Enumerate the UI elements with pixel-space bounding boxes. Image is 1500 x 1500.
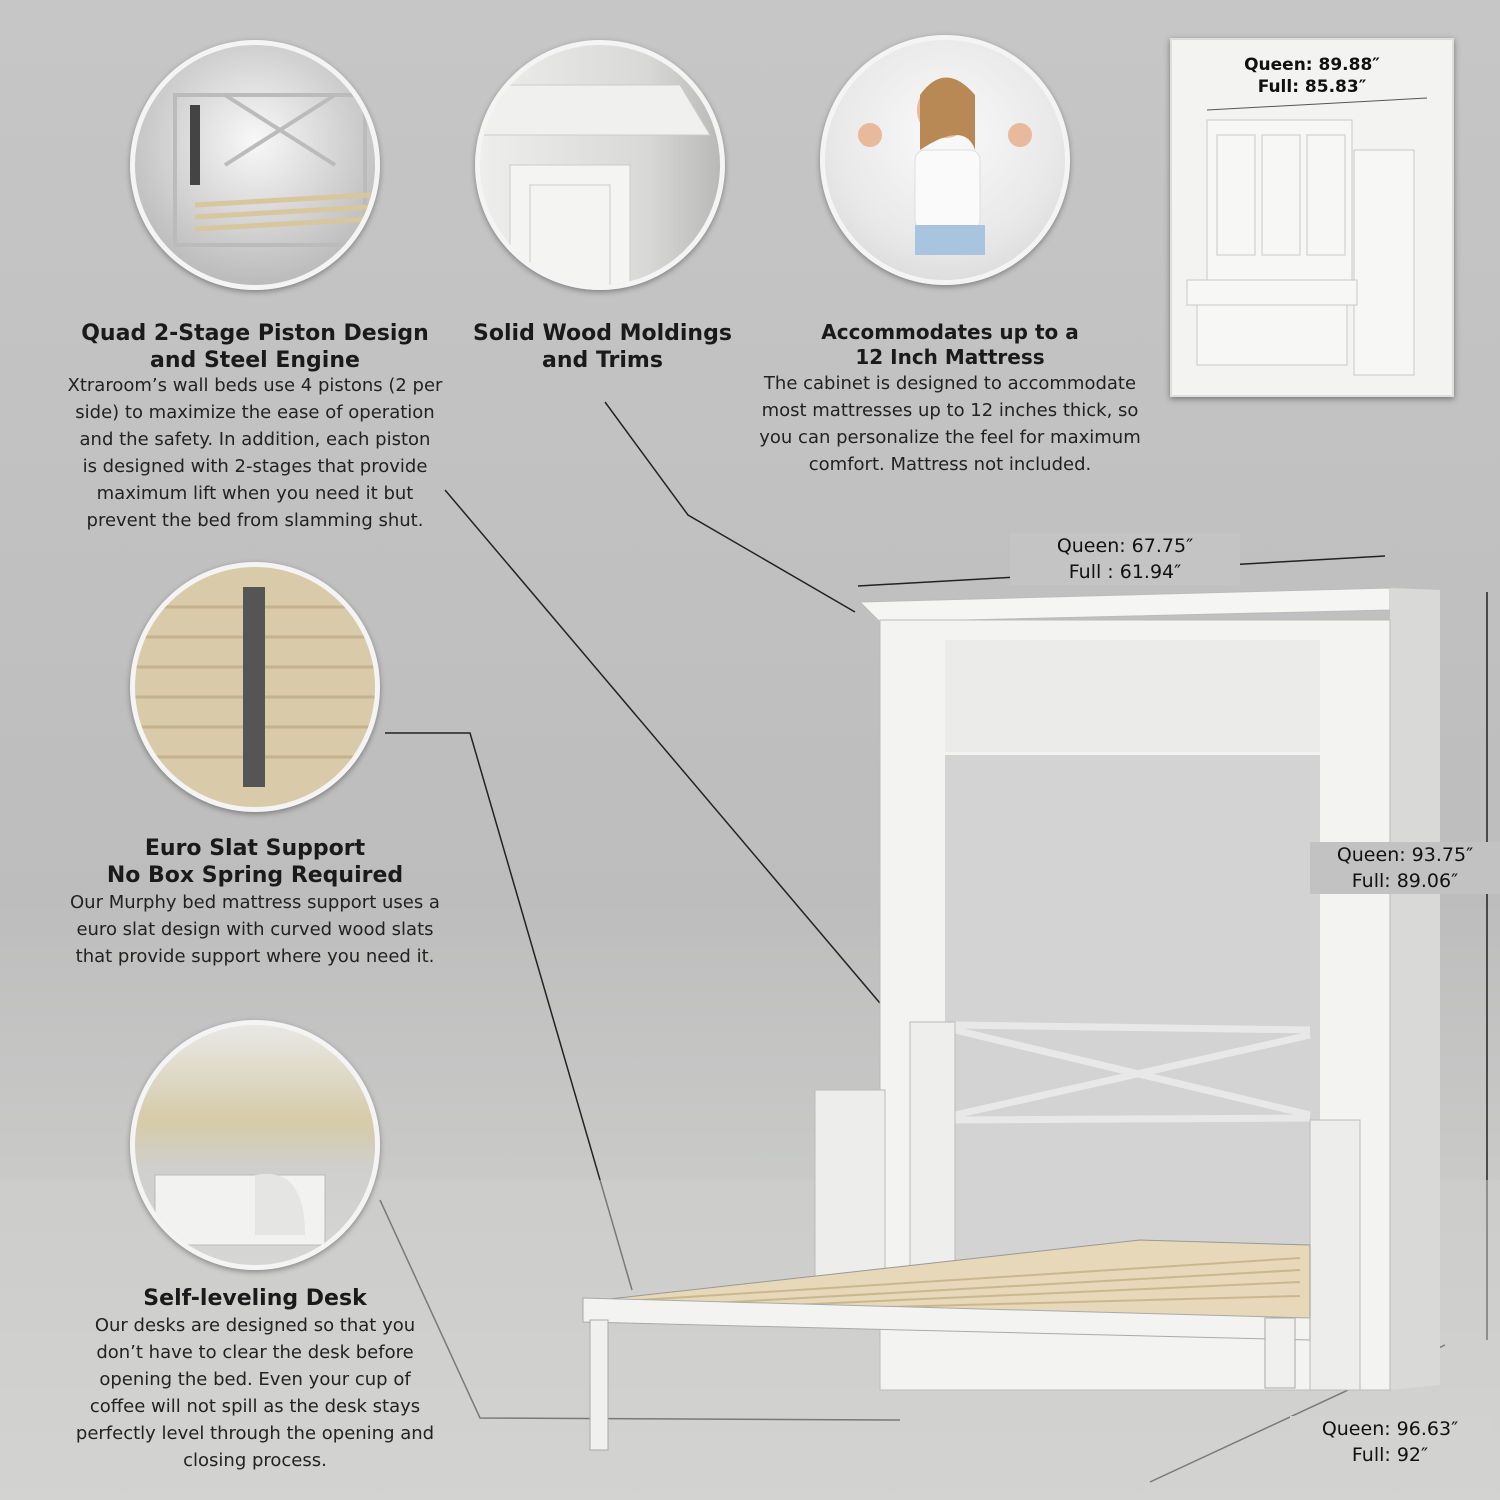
title-line: and Trims [542,348,663,373]
desk-description: Our desks are designed so that you don’t … [40,1312,470,1474]
piston-callout-line [444,489,936,1069]
body-line: euro slat design with curved wood slats [76,919,434,940]
title-line: Self-leveling Desk [143,1286,367,1311]
body-line: comfort. Mattress not included. [808,454,1092,475]
woman-thumbs-up-photo [820,35,1070,285]
width-full: Full : 61.94″ [1068,561,1182,583]
depth-queen: Queen: 96.63″ [1321,1418,1459,1440]
body-line: you can personalize the feel for maximum [759,427,1141,448]
body-line: side) to maximize the ease of operation [75,402,435,423]
body-line: that provide support where you need it. [75,946,435,967]
body-line: coffee will not spill as the desk stays [89,1396,421,1417]
moldings-callout-line [604,401,856,613]
body-line: closing process. [183,1450,327,1471]
mattress-description: The cabinet is designed to accommodate mo… [745,370,1155,478]
title-line: Quad 2-Stage Piston Design [81,321,429,346]
body-line: perfectly level through the opening and [75,1423,435,1444]
body-line: Our desks are designed so that you [94,1315,416,1336]
moldings-photo [475,40,725,290]
title-line: No Box Spring Required [106,863,404,888]
closed-cabinet-photo: Queen: 89.88″ Full: 85.83″ [1170,38,1454,397]
depth-dimension-label: Queen: 96.63″ Full: 92″ [1290,1416,1490,1468]
height-dimension-label: Queen: 93.75″ Full: 89.06″ [1310,842,1500,894]
title-line: Accommodates up to a [821,320,1079,344]
width-queen: Queen: 67.75″ [1056,535,1194,557]
desk-photo [130,1020,380,1270]
body-line: Our Murphy bed mattress support uses a [70,892,440,913]
slats-description: Our Murphy bed mattress support uses a eu… [40,889,470,970]
title-line: and Steel Engine [150,348,360,373]
depth-full: Full: 92″ [1351,1444,1429,1466]
piston-photo [130,40,380,290]
title-line: Euro Slat Support [144,836,366,861]
inset-dimension-label: Queen: 89.88″ Full: 85.83″ [1172,54,1452,98]
body-line: don’t have to clear the desk before [96,1342,414,1363]
body-line: opening the bed. Even your cup of [99,1369,411,1390]
body-line: is designed with 2-stages that provide [82,456,428,477]
piston-description: Xtraroom’s wall beds use 4 pistons (2 pe… [40,372,470,534]
height-full: Full: 89.06″ [1351,870,1459,892]
title-line: Solid Wood Moldings [473,321,732,346]
desk-title: Self-leveling Desk [40,1285,470,1312]
body-line: The cabinet is designed to accommodate [763,373,1137,394]
inset-full-dimension: Full: 85.83″ [1257,77,1367,97]
body-line: prevent the bed from slamming shut. [86,510,424,531]
body-line: most mattresses up to 12 inches thick, s… [761,400,1139,421]
width-dimension-label: Queen: 67.75″ Full : 61.94″ [1010,533,1240,585]
height-queen: Queen: 93.75″ [1336,844,1474,866]
body-line: and the safety. In addition, each piston [79,429,431,450]
body-line: maximum lift when you need it but [96,483,414,504]
body-line: Xtraroom’s wall beds use 4 pistons (2 pe… [67,375,443,396]
slats-callout-line [385,732,633,1291]
title-line: 12 Inch Mattress [855,345,1045,369]
inset-queen-dimension: Queen: 89.88″ [1244,55,1380,75]
euro-slats-photo [130,562,380,812]
